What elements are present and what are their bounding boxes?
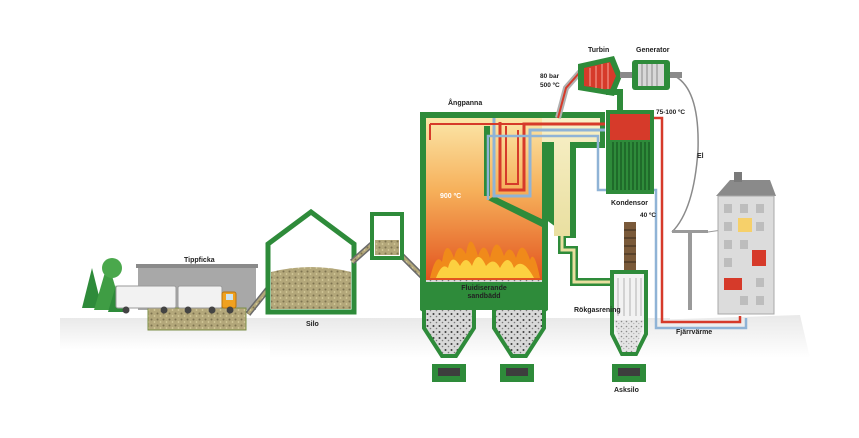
kondensor-tubes	[610, 142, 650, 190]
label-temp-40: 40 ºC	[640, 212, 656, 219]
flue-gas-duct-inner	[560, 236, 610, 284]
label-angpanna: Ångpanna	[448, 98, 482, 107]
label-temp-900: 900 ºC	[440, 193, 461, 200]
ground-right	[650, 315, 810, 358]
flue-duct	[542, 118, 600, 236]
label-tippficka: Tippficka	[184, 257, 215, 264]
turbine-blades	[589, 63, 609, 90]
silo-chips	[271, 267, 351, 309]
filter-bags	[617, 278, 642, 316]
label-silo: Silo	[306, 321, 319, 328]
power-pole	[672, 229, 723, 310]
el-line	[669, 73, 699, 233]
turbine-to-condenser	[606, 89, 623, 110]
label-fjarrvarme: Fjärrvärme	[676, 329, 712, 336]
label-pressure: 80 bar	[540, 73, 560, 80]
window-heater	[724, 278, 742, 290]
steam-pipe	[555, 70, 583, 119]
district-heating-supply	[654, 116, 742, 324]
kondensor-steam-zone	[610, 114, 650, 140]
chimney-rings	[624, 229, 636, 263]
window-radiator	[752, 250, 766, 266]
hopper-right	[492, 306, 546, 358]
flames	[430, 241, 540, 278]
label-kondensor: Kondensor	[611, 200, 648, 207]
apartment-building	[716, 172, 776, 315]
label-bed-line1: Fluidiserande	[461, 285, 507, 292]
asksilo-bin-content	[618, 368, 640, 376]
boiler-baffle	[488, 196, 548, 230]
rokgasrening-ash	[614, 320, 644, 352]
label-turbin: Turbin	[588, 47, 609, 54]
label-el: El	[697, 153, 704, 160]
label-asksilo: Asksilo	[614, 387, 639, 394]
label-steam-temp: 500 ºC	[540, 82, 560, 89]
window-lamp	[738, 218, 752, 232]
tippficka-roof	[136, 264, 258, 268]
truck-left	[115, 285, 177, 314]
label-bed-line2: sandbädd	[467, 293, 500, 300]
flue-gas-duct	[558, 236, 610, 286]
ash-bin-left-content	[438, 368, 460, 376]
label-generator: Generator	[636, 47, 670, 54]
ash-bin-right-content	[506, 368, 528, 376]
label-rokgasrening: Rökgasrening	[574, 307, 621, 314]
chimney	[624, 222, 636, 272]
steam-pipe-inner	[557, 71, 581, 119]
generator-fins	[641, 64, 658, 86]
truck-right	[177, 285, 237, 314]
hopper-left	[422, 306, 476, 358]
label-range-temp: 75-100 ºC	[656, 109, 685, 116]
district-heating-return	[654, 188, 748, 330]
feed-hopper-chips	[375, 240, 399, 255]
feedwater-return	[486, 134, 606, 200]
